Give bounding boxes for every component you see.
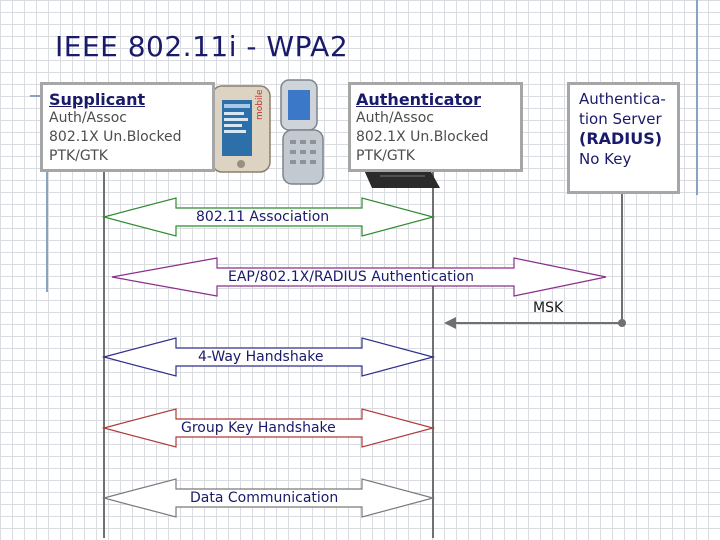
supplicant-heading: Supplicant — [49, 90, 146, 109]
msk-origin-dot — [618, 319, 626, 327]
pda-device-icon: mobile — [211, 85, 271, 173]
auth-server-line-1: Authentica- — [579, 90, 666, 108]
authenticator-line-1: Auth/Assoc — [356, 110, 434, 126]
msk-arrowhead — [444, 317, 456, 329]
flip-phone-icon — [280, 79, 324, 185]
auth-server-line-3: (RADIUS) — [579, 129, 663, 148]
auth-server-line-2: tion Server — [579, 110, 662, 128]
association-label: 802.11 Association — [195, 209, 331, 225]
supplicant-line-3: PTK/GTK — [49, 148, 108, 164]
auth-server-box: Authentica- tion Server (RADIUS) No Key — [567, 82, 680, 194]
authenticator-heading: Authenticator — [356, 90, 481, 109]
supplicant-line-2: 802.1X Un.Blocked — [49, 129, 182, 145]
four-way-handshake-label: 4-Way Handshake — [197, 349, 325, 365]
auth-server-line-4: No Key — [579, 150, 632, 168]
page-title: IEEE 802.11i - WPA2 — [55, 30, 349, 63]
supplicant-line-1: Auth/Assoc — [49, 110, 127, 126]
msk-label: MSK — [533, 300, 564, 316]
authenticator-line-2: 802.1X Un.Blocked — [356, 129, 489, 145]
eap-auth-label: EAP/802.1X/RADIUS Authentication — [227, 269, 475, 285]
authenticator-line-3: PTK/GTK — [356, 148, 415, 164]
authenticator-box: Authenticator Auth/Assoc 802.1X Un.Block… — [348, 82, 523, 172]
access-point-icon — [364, 170, 440, 188]
supplicant-box: Supplicant Auth/Assoc 802.1X Un.Blocked … — [40, 82, 215, 172]
svg-text:mobile: mobile — [255, 89, 265, 120]
group-key-handshake-label: Group Key Handshake — [180, 420, 337, 436]
data-communication-label: Data Communication — [189, 490, 340, 506]
